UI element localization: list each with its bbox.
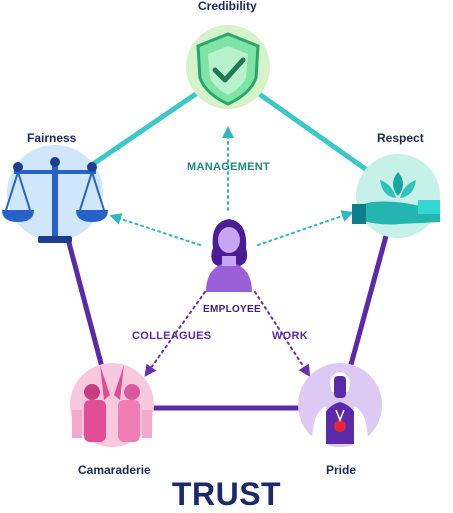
arrow-to-respect <box>257 210 354 246</box>
credibility-node <box>186 25 270 109</box>
arrow-to-pride <box>254 291 311 378</box>
edge-label-work: WORK <box>272 330 309 342</box>
arrow-to-camaraderie <box>144 291 206 377</box>
node-label-credibility: Credibility <box>198 0 257 13</box>
dotted-arrows <box>109 126 354 378</box>
node-label-pride: Pride <box>326 463 357 477</box>
node-label-respect: Respect <box>377 131 424 145</box>
edge-label-colleagues: COLLEAGUES <box>132 330 212 342</box>
hand-lotus-icon <box>352 172 440 225</box>
employee-label: EMPLOYEE <box>203 304 261 315</box>
node-label-camaraderie: Camaraderie <box>78 463 151 477</box>
pride-node <box>298 363 382 447</box>
person-icon <box>206 219 252 292</box>
shield-check-icon <box>196 32 260 106</box>
arrow-to-fairness <box>109 213 201 246</box>
diagram-title: TRUST <box>171 476 282 512</box>
camaraderie-node <box>70 363 154 447</box>
employee-node <box>206 219 252 292</box>
medal-person-icon <box>312 372 368 444</box>
high-five-icon <box>72 365 152 442</box>
balance-scale-icon <box>2 157 108 243</box>
respect-node <box>352 154 440 238</box>
fairness-node <box>2 145 108 243</box>
edge-label-management: MANAGEMENT <box>187 161 271 173</box>
node-label-fairness: Fairness <box>27 131 77 145</box>
